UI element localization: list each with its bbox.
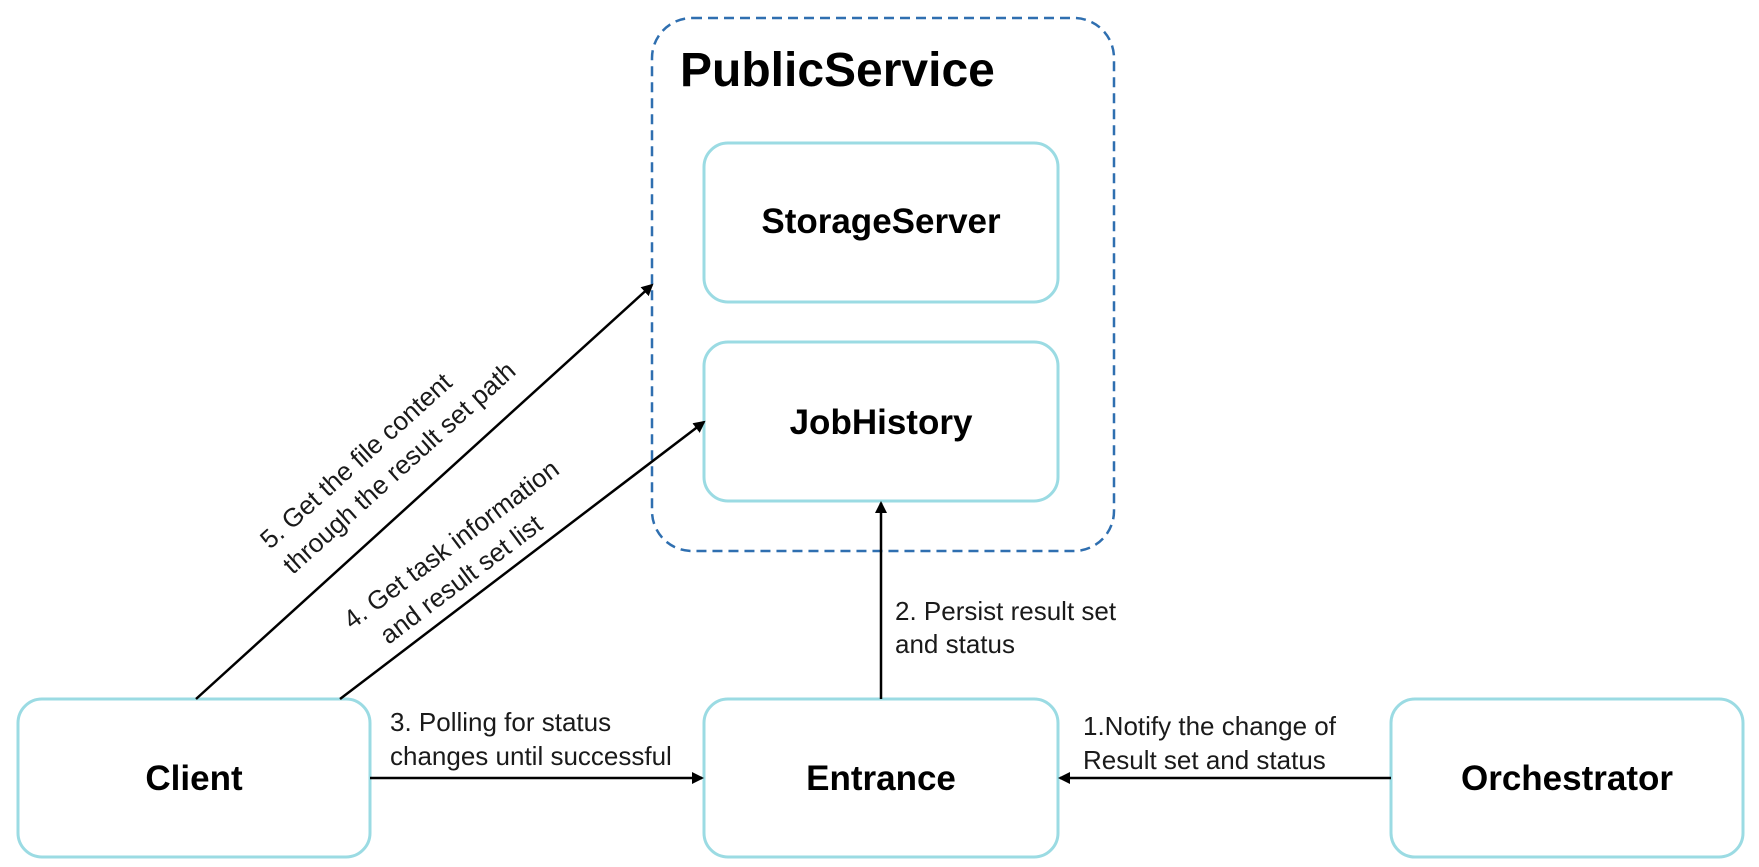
- orchestrator-label: Orchestrator: [1461, 759, 1673, 798]
- storage-server-node[interactable]: StorageServer: [702, 141, 1060, 304]
- job-history-label: JobHistory: [790, 403, 973, 442]
- edge-get-task-arrow: [339, 420, 706, 700]
- edge-notify: 1.Notify the change of Result set and st…: [1058, 711, 1391, 784]
- edge-get-file-arrow: [195, 283, 654, 700]
- orchestrator-node[interactable]: Orchestrator: [1389, 697, 1745, 859]
- storage-server-label: StorageServer: [761, 202, 1001, 241]
- edge-get-file: 5. Get the file content through the resu…: [195, 283, 654, 700]
- edge-persist: 2. Persist result set and status: [875, 501, 1117, 699]
- edge-persist-label-line1: 2. Persist result set: [895, 596, 1117, 626]
- job-history-node[interactable]: JobHistory: [702, 340, 1060, 503]
- public-service-title: PublicService: [680, 44, 995, 97]
- entrance-node[interactable]: Entrance: [702, 697, 1060, 859]
- edge-polling-label-line2: changes until successful: [390, 741, 672, 771]
- edge-polling: 3. Polling for status changes until succ…: [370, 707, 704, 784]
- entrance-label: Entrance: [806, 759, 956, 798]
- client-label: Client: [145, 759, 243, 798]
- edge-polling-label-line1: 3. Polling for status: [390, 707, 611, 737]
- edge-notify-label-line2: Result set and status: [1083, 745, 1326, 775]
- client-node[interactable]: Client: [16, 697, 372, 859]
- storage-server-box[interactable]: [702, 141, 1060, 304]
- public-service-container: PublicService: [650, 16, 1116, 553]
- edge-notify-label-line1: 1.Notify the change of: [1083, 711, 1337, 741]
- edge-persist-label-line2: and status: [895, 629, 1015, 659]
